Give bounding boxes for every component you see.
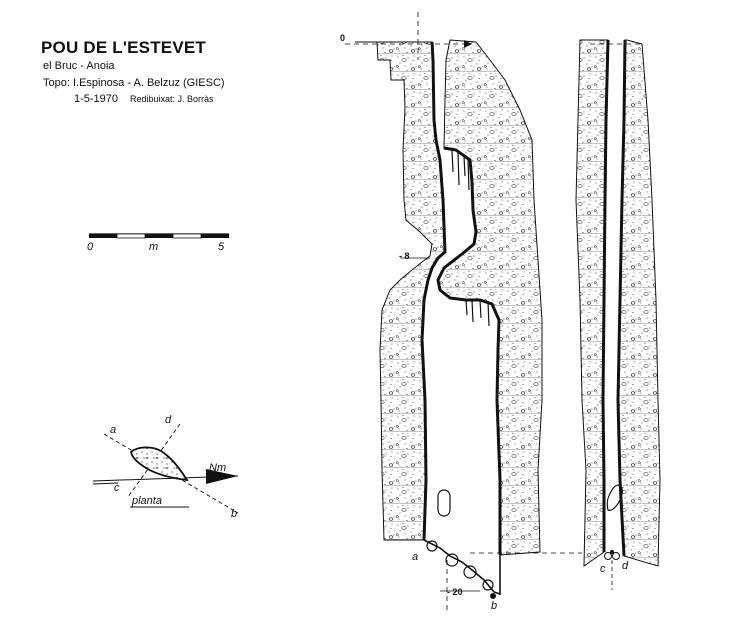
rock-block bbox=[437, 489, 451, 517]
survey-station bbox=[610, 550, 614, 554]
cave-plan-outline bbox=[130, 446, 189, 482]
section-ab bbox=[345, 12, 582, 612]
scale-bar-segment bbox=[201, 234, 229, 238]
plan-label-d: d bbox=[165, 414, 172, 426]
cave-title: POU DE L'ESTEVET bbox=[41, 38, 206, 57]
north-arrow-line bbox=[92, 482, 119, 485]
north-label: Nm bbox=[209, 462, 227, 474]
survey-authors: Topo: I.Espinosa - A. Belzuz (GIESC) bbox=[43, 77, 225, 89]
passage-wall-right bbox=[436, 146, 502, 555]
datum-arrow bbox=[464, 40, 472, 48]
plan-caption: planta bbox=[132, 495, 162, 507]
survey-date: 1-5-1970 bbox=[74, 93, 119, 105]
rock-block bbox=[606, 484, 623, 511]
section-cd bbox=[575, 39, 661, 590]
cave-location: el Bruc - Anoia bbox=[43, 60, 115, 72]
stalactites bbox=[451, 149, 490, 327]
north-arrow-head bbox=[206, 469, 238, 484]
boulder bbox=[612, 552, 620, 560]
plan-label-a: a bbox=[110, 424, 117, 436]
scale-bar-segment bbox=[116, 233, 146, 239]
plan-view bbox=[92, 423, 239, 514]
scale-bar-segment bbox=[172, 233, 202, 239]
rock-wall-left bbox=[355, 41, 446, 541]
scale-bar-segment bbox=[145, 234, 173, 238]
depth-label-mid: - 8 bbox=[399, 251, 410, 261]
boulder bbox=[463, 565, 477, 579]
scale-bar-segment bbox=[89, 234, 117, 238]
section-label-a: a bbox=[412, 551, 419, 563]
section-label-d: d bbox=[622, 560, 629, 572]
scale-start-label: 0 bbox=[87, 241, 94, 253]
boulder bbox=[604, 552, 612, 560]
boulder bbox=[445, 553, 459, 567]
boulder bbox=[482, 579, 494, 591]
scale-unit-label: m bbox=[149, 241, 159, 253]
scale-bar bbox=[89, 233, 229, 239]
survey-station-b bbox=[490, 593, 496, 599]
section-label-c: c bbox=[600, 563, 606, 575]
passage-wall-left bbox=[420, 41, 447, 541]
plan-label-b: b bbox=[231, 508, 238, 520]
plan-label-c: c bbox=[114, 482, 120, 494]
depth-label-bottom: - 20 bbox=[447, 587, 463, 597]
section-label-b: b bbox=[491, 600, 498, 612]
depth-label-top: 0 bbox=[340, 33, 346, 43]
shaft-wall-left bbox=[601, 39, 610, 552]
floor-boulders bbox=[423, 539, 501, 596]
shaft-wall-right bbox=[616, 39, 627, 557]
scale-end-label: 5 bbox=[218, 241, 225, 253]
boulder bbox=[426, 540, 438, 552]
redrawn-credit: Redibuixat: J. Borràs bbox=[130, 94, 214, 104]
